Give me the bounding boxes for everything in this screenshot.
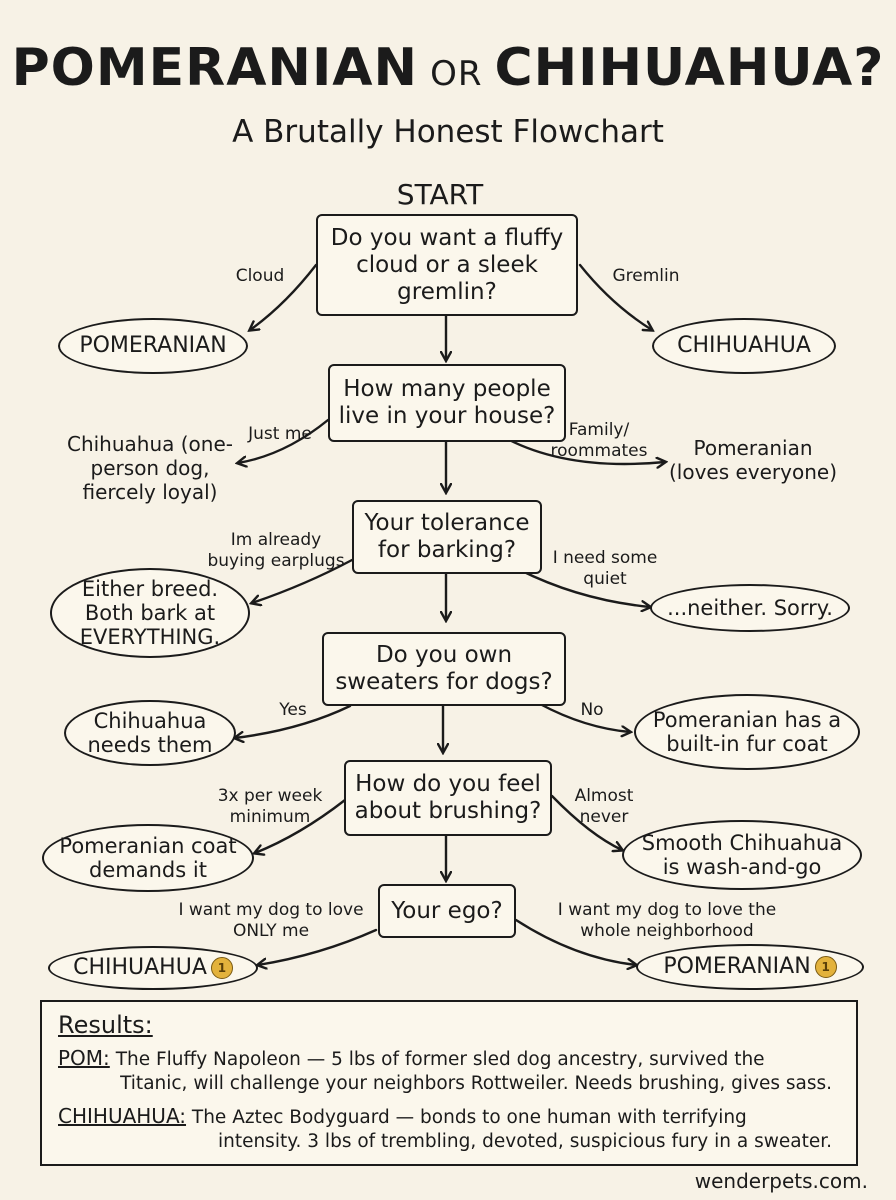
arrow-q3-left: [252, 558, 354, 603]
result-chihuahua-needs-sweaters: Chihuahua needs them: [64, 700, 236, 766]
branch-label-love-neighborhood: I want my dog to love the whole neighbor…: [557, 900, 777, 941]
branch-label-love-only-me: I want my dog to love ONLY me: [178, 900, 364, 941]
title-pomeranian: POMERANIAN: [11, 38, 419, 98]
result-summary-chihuahua: CHIHUAHUA: The Aztec Bodyguard — bonds t…: [58, 1104, 846, 1154]
result-summary-pom-name: POM:: [58, 1046, 110, 1070]
branch-label-cloud: Cloud: [235, 266, 285, 286]
result-summary-pom: POM: The Fluffy Napoleon — 5 lbs of form…: [58, 1046, 846, 1096]
result-either-breed: Either breed. Both bark at EVERYTHING.: [50, 568, 250, 658]
arrow-q6-left: [258, 928, 378, 965]
result-pomeranian: POMERANIAN: [58, 318, 248, 374]
branch-label-earplugs: Im already buying earplugs: [207, 530, 345, 571]
title-or: OR: [430, 54, 483, 94]
gold-medal-icon: 1: [210, 957, 233, 979]
arrow-q5-right: [550, 794, 622, 850]
page-subtitle: A Brutally Honest Flowchart: [232, 114, 664, 150]
question-brushing: How do you feel about brushing?: [344, 760, 552, 836]
branch-label-no: No: [580, 700, 604, 720]
start-label: START: [396, 178, 484, 211]
result-summary-chihuahua-name: CHIHUAHUA:: [58, 1104, 187, 1128]
arrow-q5-left: [255, 798, 347, 853]
title-chihuahua: CHIHUAHUA?: [494, 38, 885, 98]
result-summary-pom-line2: Titanic, will challenge your neighbors R…: [120, 1073, 832, 1094]
branch-label-3x-per-week: 3x per week minimum: [217, 786, 323, 827]
question-people-in-house: How many people live in your house?: [328, 364, 566, 442]
arrow-q1-left: [250, 263, 318, 330]
gold-medal-icon: 1: [814, 956, 837, 978]
branch-label-family-roommates: Family/ roommates: [550, 420, 648, 461]
branch-label-gremlin: Gremlin: [612, 266, 680, 286]
branch-label-need-quiet: I need some quiet: [552, 548, 658, 589]
result-pomeranian-final-label: POMERANIAN: [663, 954, 811, 979]
branch-label-almost-never: Almost never: [574, 786, 634, 827]
result-chihuahua-final-label: CHIHUAHUA: [73, 955, 207, 980]
result-smooth-chihuahua: Smooth Chihuahua is wash-and-go: [622, 820, 862, 890]
arrow-q1-right: [578, 263, 652, 330]
result-summary-pom-line1: The Fluffy Napoleon — 5 lbs of former sl…: [115, 1049, 765, 1070]
arrow-q4-right: [538, 702, 630, 732]
results-box: Results: POM: The Fluffy Napoleon — 5 lb…: [40, 1000, 858, 1166]
result-summary-chihuahua-line1: The Aztec Bodyguard — bonds to one human…: [191, 1107, 747, 1128]
results-heading: Results:: [58, 1011, 153, 1039]
result-pomeranian-fur-coat: Pomeranian has a built-in fur coat: [634, 694, 860, 770]
question-barking-tolerance: Your tolerance for barking?: [352, 500, 542, 574]
arrow-q3-right: [518, 568, 650, 607]
result-chihuahua-one-person: Chihuahua (one-person dog, fiercely loya…: [66, 432, 233, 504]
arrow-q4-left: [235, 704, 352, 738]
question-fluffy-or-sleek: Do you want a fluffy cloud or a sleek gr…: [316, 214, 578, 316]
question-ego: Your ego?: [378, 884, 516, 938]
result-pomeranian-coat: Pomeranian coat demands it: [42, 824, 254, 892]
branch-label-just-me: Just me: [248, 424, 312, 444]
site-credit: wenderpets.com.: [694, 1169, 868, 1193]
page-title: POMERANIAN OR CHIHUAHUA?: [0, 32, 896, 110]
question-dog-sweaters: Do you own sweaters for dogs?: [322, 632, 566, 706]
result-pomeranian-loves-everyone: Pomeranian (loves everyone): [668, 436, 838, 484]
result-summary-chihuahua-line2: intensity. 3 lbs of trembling, devoted, …: [217, 1131, 832, 1152]
branch-label-yes: Yes: [279, 700, 307, 720]
result-chihuahua: CHIHUAHUA: [652, 318, 836, 374]
result-neither-sorry: ...neither. Sorry.: [650, 584, 850, 632]
arrow-q2-left: [238, 418, 330, 463]
arrow-q6-right: [514, 918, 636, 965]
